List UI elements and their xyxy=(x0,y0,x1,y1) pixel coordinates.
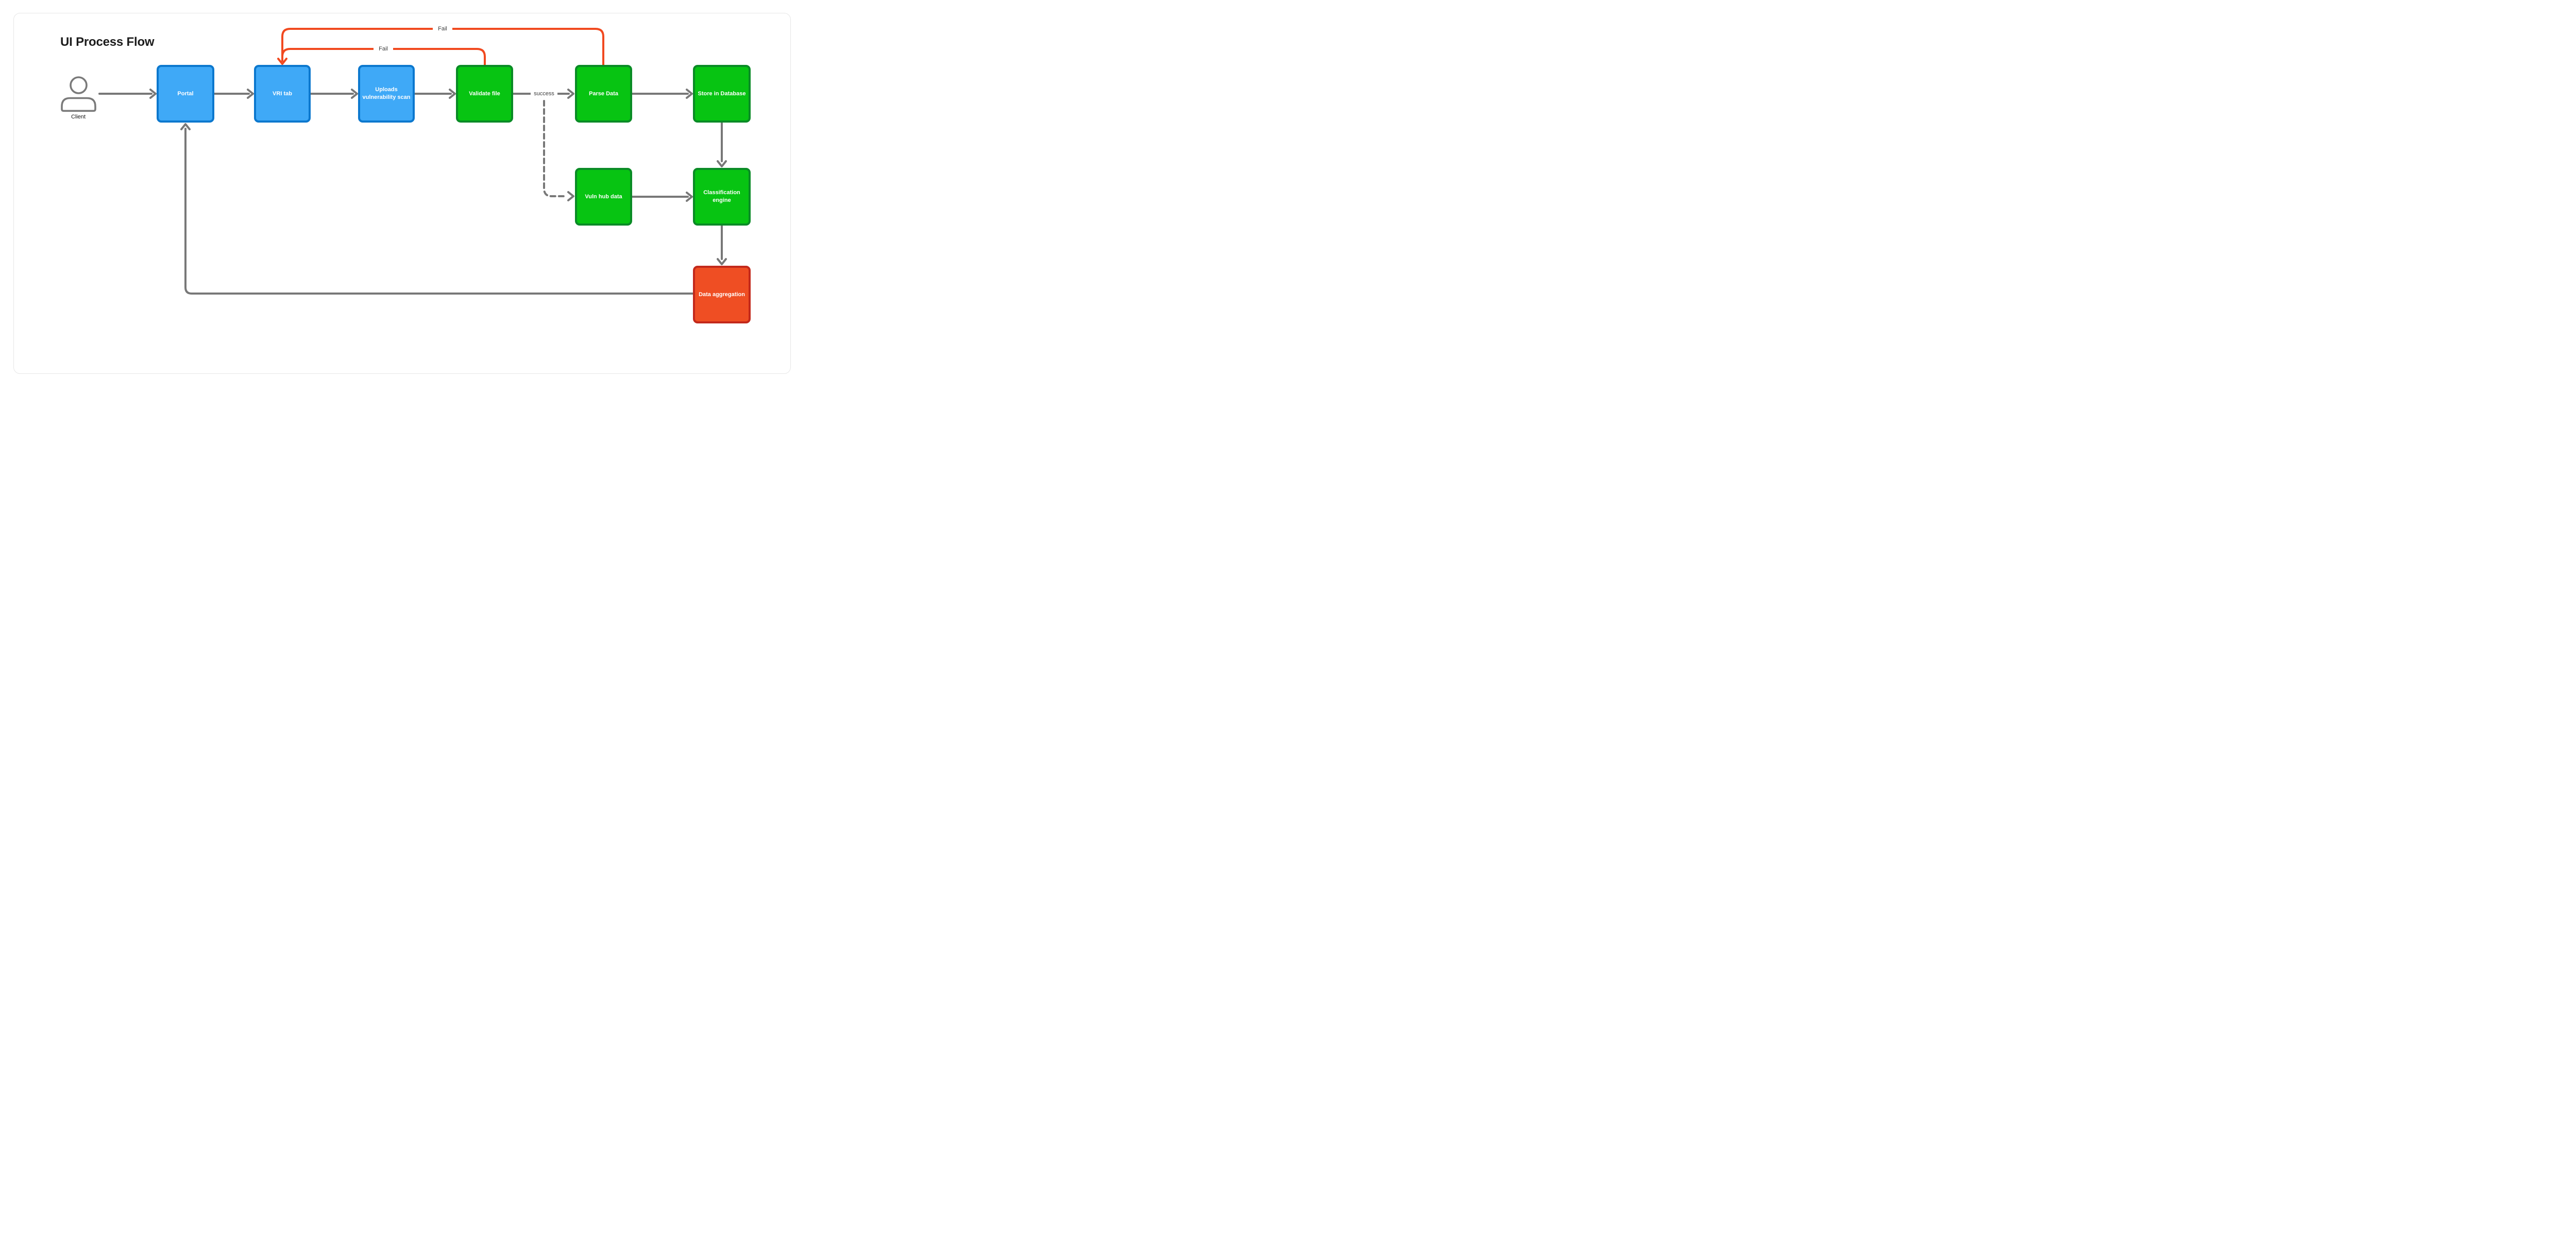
node-uploads-vulnerability-scan[interactable]: Uploads vulnerability scan xyxy=(358,65,415,123)
edge-vuln-to-classification xyxy=(631,192,693,202)
flow-edges-layer xyxy=(61,28,727,295)
diagram-stage: UI Process Flow Client Portal VRI tab Up… xyxy=(0,0,814,386)
edge-aggregation-to-portal-return xyxy=(180,123,694,295)
node-validate-file[interactable]: Validate file xyxy=(456,65,513,123)
edge-client-to-portal xyxy=(98,89,157,99)
node-classification-engine[interactable]: Classification engine xyxy=(693,168,751,226)
node-portal[interactable]: Portal xyxy=(157,65,214,123)
edge-label-success: success xyxy=(531,89,557,98)
edge-vri-to-uploads xyxy=(310,89,358,99)
edge-parse-to-store xyxy=(631,89,693,99)
edge-label-fail-top: Fail xyxy=(433,24,452,33)
node-vri-tab[interactable]: VRI tab xyxy=(254,65,311,123)
edge-uploads-to-validate xyxy=(414,89,456,99)
node-parse-data[interactable]: Parse Data xyxy=(575,65,632,123)
client-person-icon xyxy=(61,76,96,112)
edge-classification-to-aggregation xyxy=(717,225,727,265)
node-vuln-hub-data[interactable]: Vuln hub data xyxy=(575,168,632,226)
edge-store-to-classification xyxy=(717,122,727,167)
node-data-aggregation[interactable]: Data aggregation xyxy=(693,266,751,323)
edge-label-fail-middle: Fail xyxy=(374,44,393,53)
page-title: UI Process Flow xyxy=(60,35,155,49)
client-actor-label: Client xyxy=(71,114,86,120)
edge-portal-to-vri xyxy=(213,89,254,99)
edge-parse-to-vri-fail xyxy=(281,28,604,66)
node-store-in-database[interactable]: Store in Database xyxy=(693,65,751,123)
edge-success-branch-to-vuln-dashed xyxy=(543,100,574,201)
arrowhead-fail-into-vri xyxy=(277,58,287,65)
